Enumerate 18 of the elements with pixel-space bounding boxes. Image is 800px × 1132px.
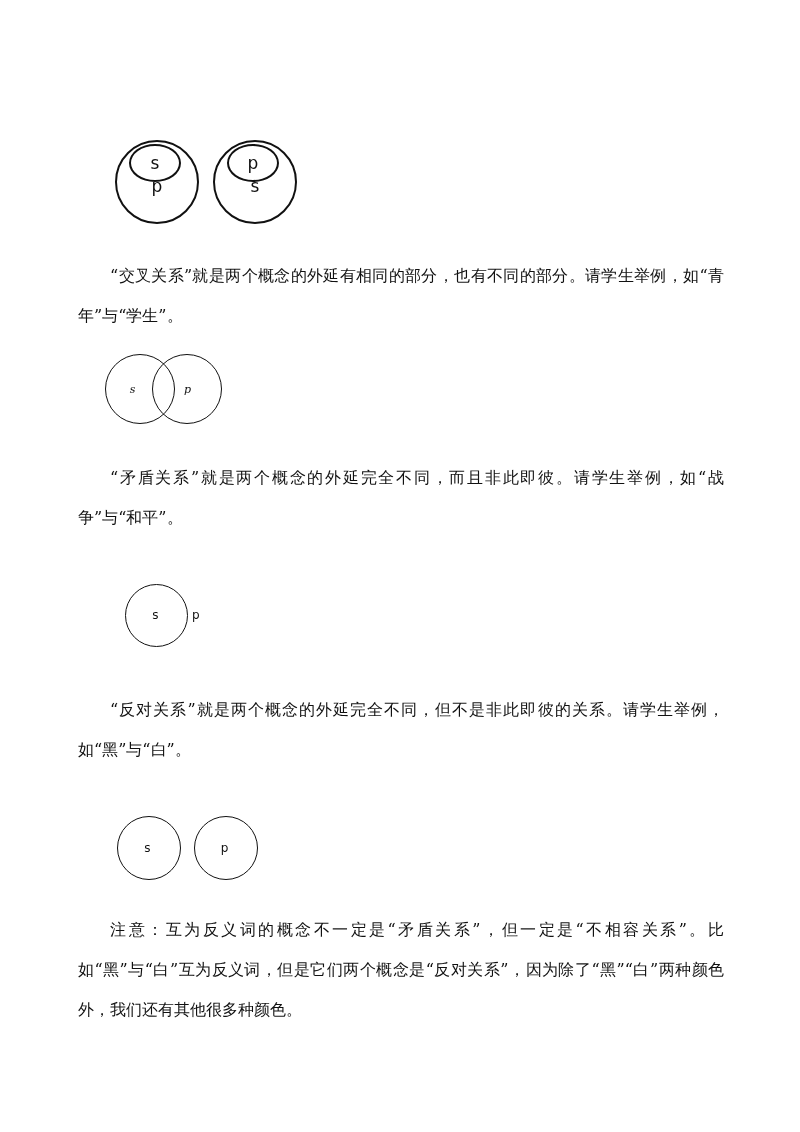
paragraph: “矛盾关系”就是两个概念的外延完全不同，而且非此即彼。请学生举例，如“战争”与“和平”。 bbox=[78, 467, 724, 529]
circle-label: p bbox=[151, 177, 163, 195]
circle-label: p bbox=[192, 608, 200, 621]
circle-label: s bbox=[144, 841, 151, 854]
venn-circle bbox=[213, 140, 297, 224]
inner-ellipse bbox=[227, 144, 279, 182]
paragraph: “反对关系”就是两个概念的外延完全不同，但不是非此即彼的关系。请学生举例，如“黑”与“白”。 bbox=[78, 699, 724, 761]
circle-label: s bbox=[152, 608, 159, 621]
inner-ellipse bbox=[129, 144, 181, 182]
circle-label: s bbox=[250, 177, 260, 195]
paragraph: “交叉关系”就是两个概念的外延有相同的部分，也有不同的部分。请学生举例，如“青年”与“学生”。 bbox=[78, 265, 724, 327]
circle-label: s bbox=[129, 383, 136, 394]
paragraph: 注意：互为反义词的概念不一定是“矛盾关系”，但一定是“不相容关系”。比如“黑”与“白”互为反义词，但是它们两个概念是“反对关系”，因为除了“黑”“白”两种颜色外，我们还有其他很多种颜色。 bbox=[78, 919, 724, 1021]
circle-label: s bbox=[150, 154, 160, 172]
circle-label: p bbox=[220, 841, 229, 854]
circle-label: p bbox=[184, 383, 191, 394]
venn-circle bbox=[115, 140, 199, 224]
circle-label: p bbox=[247, 154, 259, 172]
